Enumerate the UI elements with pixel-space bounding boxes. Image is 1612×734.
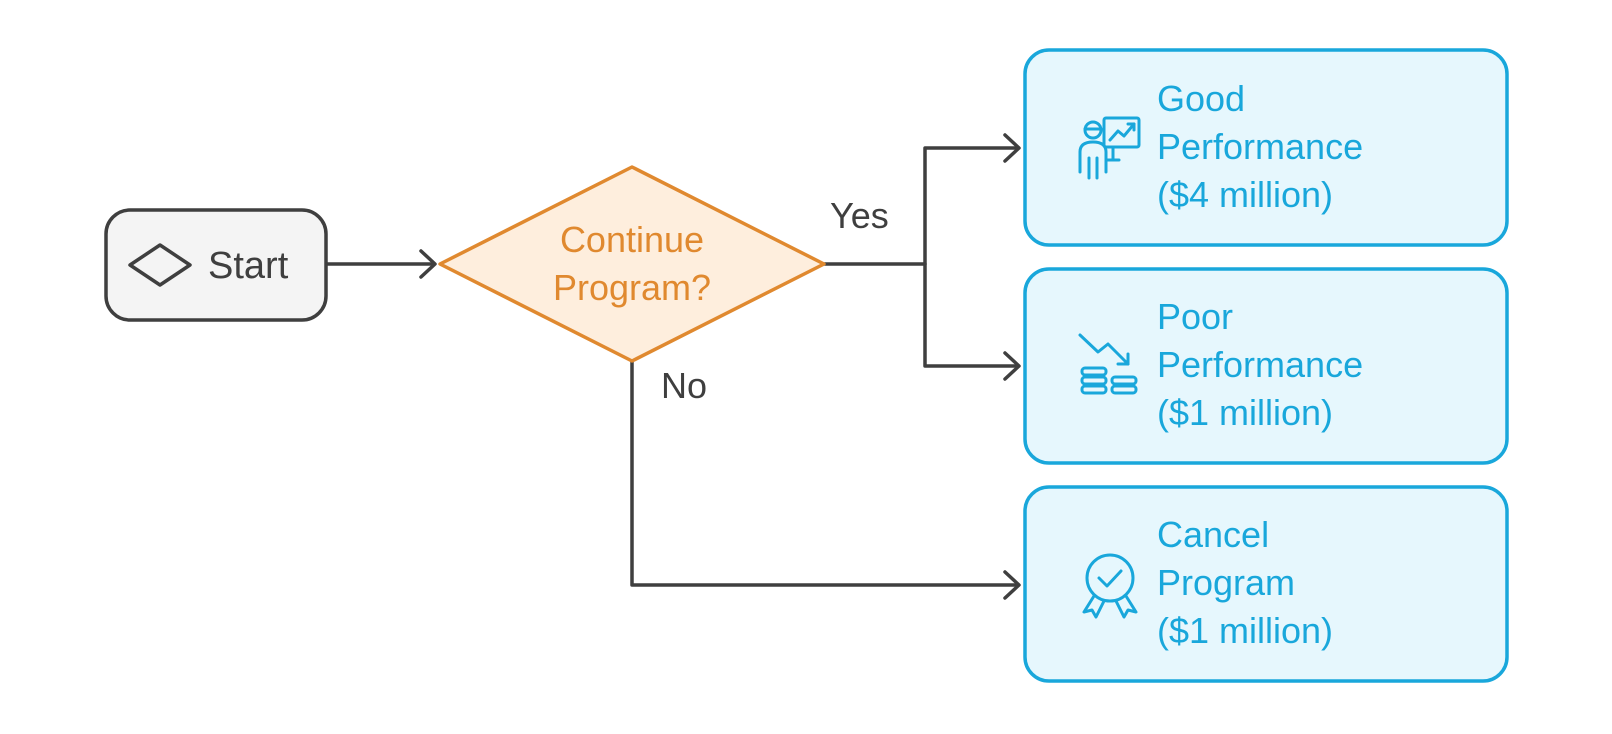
decision-diamond bbox=[438, 165, 826, 363]
outcome-box bbox=[1023, 48, 1509, 247]
yes-poor-line bbox=[923, 262, 1020, 368]
presentation-growth-icon bbox=[1078, 116, 1141, 180]
start-label: Start bbox=[208, 245, 289, 287]
yes-branch-line bbox=[822, 146, 1020, 266]
no-label: No bbox=[661, 365, 707, 406]
outcome-good-performance[interactable]: Good Performance ($4 million) bbox=[1023, 48, 1509, 247]
decision-label-line-1: Continue bbox=[560, 219, 704, 260]
outcome-cancel-line-2: Program bbox=[1157, 562, 1295, 603]
start-node[interactable]: Start bbox=[104, 208, 328, 322]
outcome-cancel-line-1: Cancel bbox=[1157, 514, 1269, 555]
outcome-cancel-line-3: ($1 million) bbox=[1157, 610, 1333, 651]
start-to-decision-arrowhead bbox=[419, 249, 437, 279]
outcome-good-line-2: Performance bbox=[1157, 126, 1363, 167]
outcome-poor-line-3: ($1 million) bbox=[1157, 392, 1333, 433]
no-cancel-arrowhead bbox=[1003, 570, 1021, 600]
decision-node[interactable]: Continue Program? bbox=[438, 165, 826, 363]
yes-label: Yes bbox=[830, 195, 889, 236]
no-branch-line bbox=[630, 359, 1020, 587]
yes-poor-arrowhead bbox=[1003, 351, 1021, 381]
diamond-icon bbox=[128, 243, 192, 287]
outcome-good-line-3: ($4 million) bbox=[1157, 174, 1333, 215]
outcome-poor-line-1: Poor bbox=[1157, 296, 1233, 337]
outcome-box bbox=[1023, 485, 1509, 683]
start-box bbox=[104, 208, 328, 322]
connectors bbox=[324, 133, 1021, 600]
outcome-poor-performance[interactable]: Poor Performance ($1 million) bbox=[1023, 267, 1509, 465]
outcome-good-line-1: Good bbox=[1157, 78, 1245, 119]
declining-money-icon bbox=[1078, 333, 1138, 395]
outcome-cancel-program[interactable]: Cancel Program ($1 million) bbox=[1023, 485, 1509, 683]
outcome-poor-line-2: Performance bbox=[1157, 344, 1363, 385]
yes-good-arrowhead bbox=[1003, 133, 1021, 163]
award-badge-icon bbox=[1082, 553, 1138, 619]
outcome-box bbox=[1023, 267, 1509, 465]
decision-label-line-2: Program? bbox=[553, 267, 711, 308]
